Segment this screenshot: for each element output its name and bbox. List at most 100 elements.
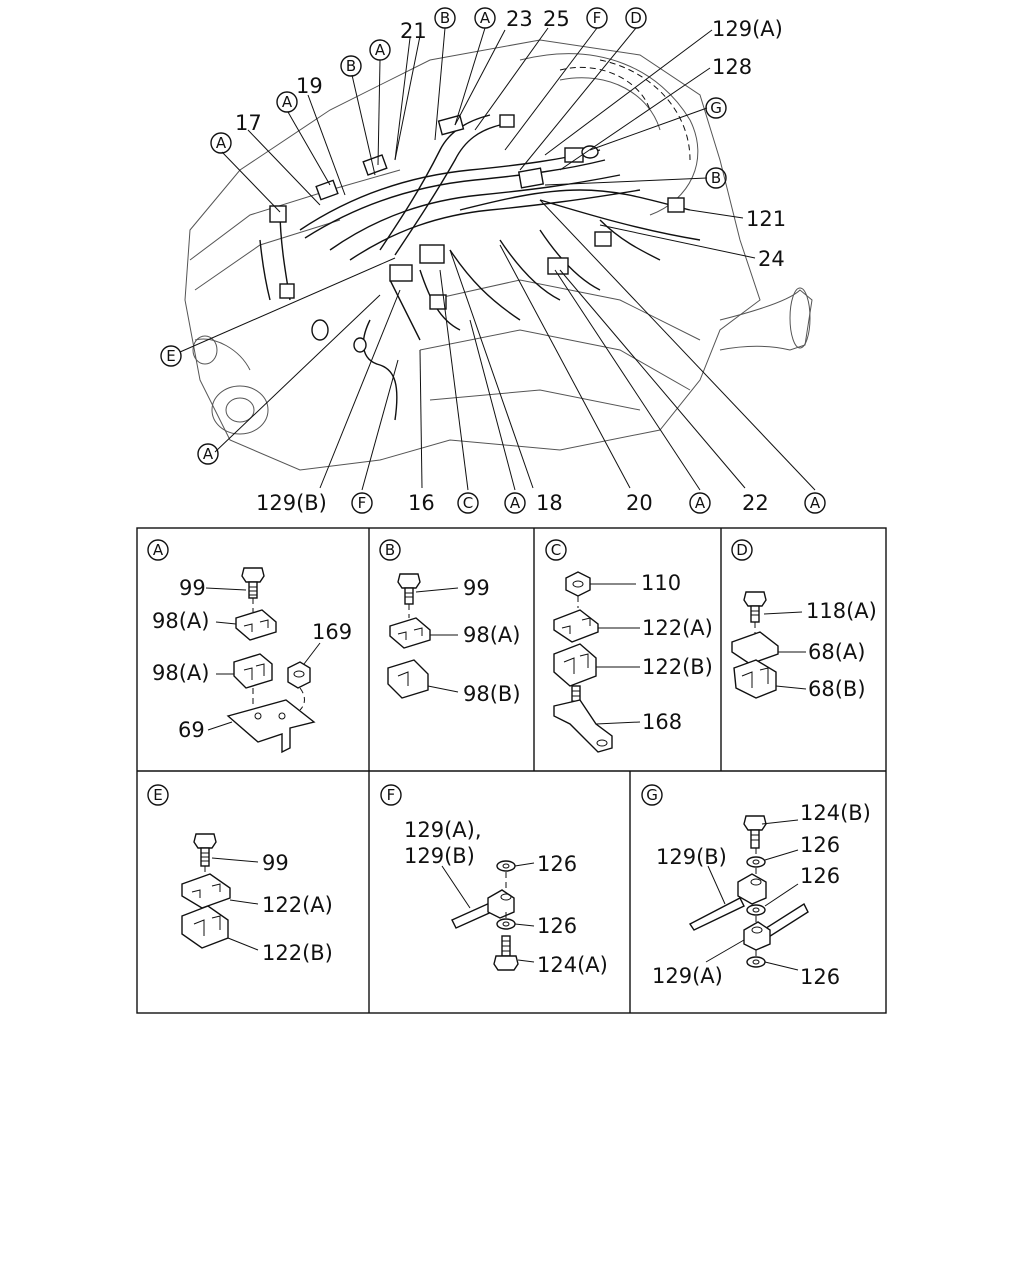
label-23: 23	[506, 7, 533, 31]
label-129a: 129(A)	[712, 17, 783, 41]
bracket-icon	[226, 699, 316, 754]
panel-c-label-110: 110	[641, 571, 681, 595]
panel-a-label-98a-bottom: 98(A)	[152, 661, 209, 685]
ref-circle: C	[457, 492, 479, 514]
ref-circle: A	[504, 492, 526, 514]
svg-text:B: B	[385, 541, 395, 559]
washer-icon	[746, 904, 766, 916]
svg-text:A: A	[375, 41, 386, 59]
svg-text:B: B	[440, 9, 450, 27]
ref-circle: D	[625, 7, 647, 29]
svg-text:F: F	[387, 786, 396, 804]
panel-d-label-68a: 68(A)	[808, 640, 865, 664]
detail-grid	[136, 527, 887, 1014]
panel-c-letter: C	[545, 539, 567, 561]
label-24: 24	[758, 247, 785, 271]
label-16: 16	[408, 491, 435, 515]
svg-text:G: G	[646, 786, 658, 804]
svg-text:A: A	[282, 93, 293, 111]
ref-circle: A	[210, 132, 232, 154]
svg-text:A: A	[203, 445, 214, 463]
panel-a-letter: A	[147, 539, 169, 561]
clamp-upper-icon	[389, 617, 431, 649]
label-121: 121	[746, 207, 786, 231]
engine-illustration	[184, 39, 813, 471]
panel-d-label-118a: 118(A)	[806, 599, 877, 623]
panel-f-label-126-top: 126	[537, 852, 577, 876]
panel-f-label-124a: 124(A)	[537, 953, 608, 977]
clamp-lower-icon	[733, 659, 777, 699]
svg-text:C: C	[551, 541, 561, 559]
panel-d-letter: D	[731, 539, 753, 561]
svg-text:E: E	[153, 786, 162, 804]
label-21: 21	[400, 19, 427, 43]
panel-c: C 110 122(A) 122(B) 168	[545, 539, 713, 753]
clamp-lower-icon	[181, 905, 229, 949]
main-labels: 21 23 25 129(A) 128 19 17 121 24 129(B) …	[235, 7, 786, 515]
ref-circle: A	[369, 39, 391, 61]
clamp-upper-icon	[235, 609, 277, 641]
svg-text:A: A	[153, 541, 164, 559]
label-129b: 129(B)	[256, 491, 327, 515]
panel-g-label-129a: 129(A)	[652, 964, 723, 988]
panel-e-label-122b: 122(B)	[262, 941, 333, 965]
panel-g-label-126-a: 126	[800, 833, 840, 857]
main-leader-lines	[179, 27, 816, 491]
svg-text:A: A	[480, 9, 491, 27]
bolt-icon	[397, 573, 421, 605]
panel-a-label-99: 99	[179, 576, 206, 600]
panel-g-label-129b: 129(B)	[656, 845, 727, 869]
panel-c-label-168: 168	[642, 710, 682, 734]
eye-fitting-icon	[737, 873, 767, 905]
panel-a-label-69: 69	[178, 718, 205, 742]
ref-circle: A	[804, 492, 826, 514]
panel-e-label-122a: 122(A)	[262, 893, 333, 917]
svg-text:D: D	[736, 541, 748, 559]
bolt-icon	[241, 567, 265, 599]
ref-circle: B	[434, 7, 456, 29]
panel-f-letter: F	[380, 784, 402, 806]
ref-circle: A	[197, 443, 219, 465]
ref-circle: A	[474, 7, 496, 29]
panel-f-label-126-bottom: 126	[537, 914, 577, 938]
clamp-lower-icon	[233, 653, 273, 689]
washer-icon	[496, 918, 516, 930]
panel-f: F 129(A), 129(B) 126 126 124(A)	[380, 784, 608, 977]
panel-b-letter: B	[379, 539, 401, 561]
panel-e-letter: E	[147, 784, 169, 806]
label-18: 18	[536, 491, 563, 515]
clamp-upper-icon	[553, 609, 599, 643]
panel-c-label-122a: 122(A)	[642, 616, 713, 640]
ref-circle: G	[705, 97, 727, 119]
panel-g-label-126-b: 126	[800, 864, 840, 888]
ref-circle: E	[160, 345, 182, 367]
bolt-icon	[743, 815, 767, 849]
panel-g-letter: G	[641, 784, 663, 806]
ref-circle: B	[705, 167, 727, 189]
washer-icon	[496, 860, 516, 872]
ref-circle: A	[276, 91, 298, 113]
label-17: 17	[235, 111, 262, 135]
label-19: 19	[296, 74, 323, 98]
panel-e-label-99: 99	[262, 851, 289, 875]
panel-b-label-99: 99	[463, 576, 490, 600]
svg-text:A: A	[810, 494, 821, 512]
panel-a-label-98a-top: 98(A)	[152, 609, 209, 633]
bolt-icon	[743, 591, 767, 623]
panel-a: A 99 98(A) 98(A) 169	[147, 539, 352, 754]
svg-text:A: A	[695, 494, 706, 512]
label-128: 128	[712, 55, 752, 79]
label-25: 25	[543, 7, 570, 31]
washer-icon	[746, 956, 766, 968]
svg-text:A: A	[216, 134, 227, 152]
panel-d: D 118(A) 68(A) 68(B)	[731, 539, 877, 701]
label-22: 22	[742, 491, 769, 515]
panel-g: G 124(B) 126 129(B) 126 129(A) 126	[641, 784, 871, 989]
nut-icon	[287, 661, 311, 689]
washer-icon	[746, 856, 766, 868]
panel-b-label-98a: 98(A)	[463, 623, 520, 647]
svg-text:F: F	[593, 9, 602, 27]
bolt-icon	[193, 833, 217, 867]
clamp-upper-icon	[181, 873, 231, 909]
